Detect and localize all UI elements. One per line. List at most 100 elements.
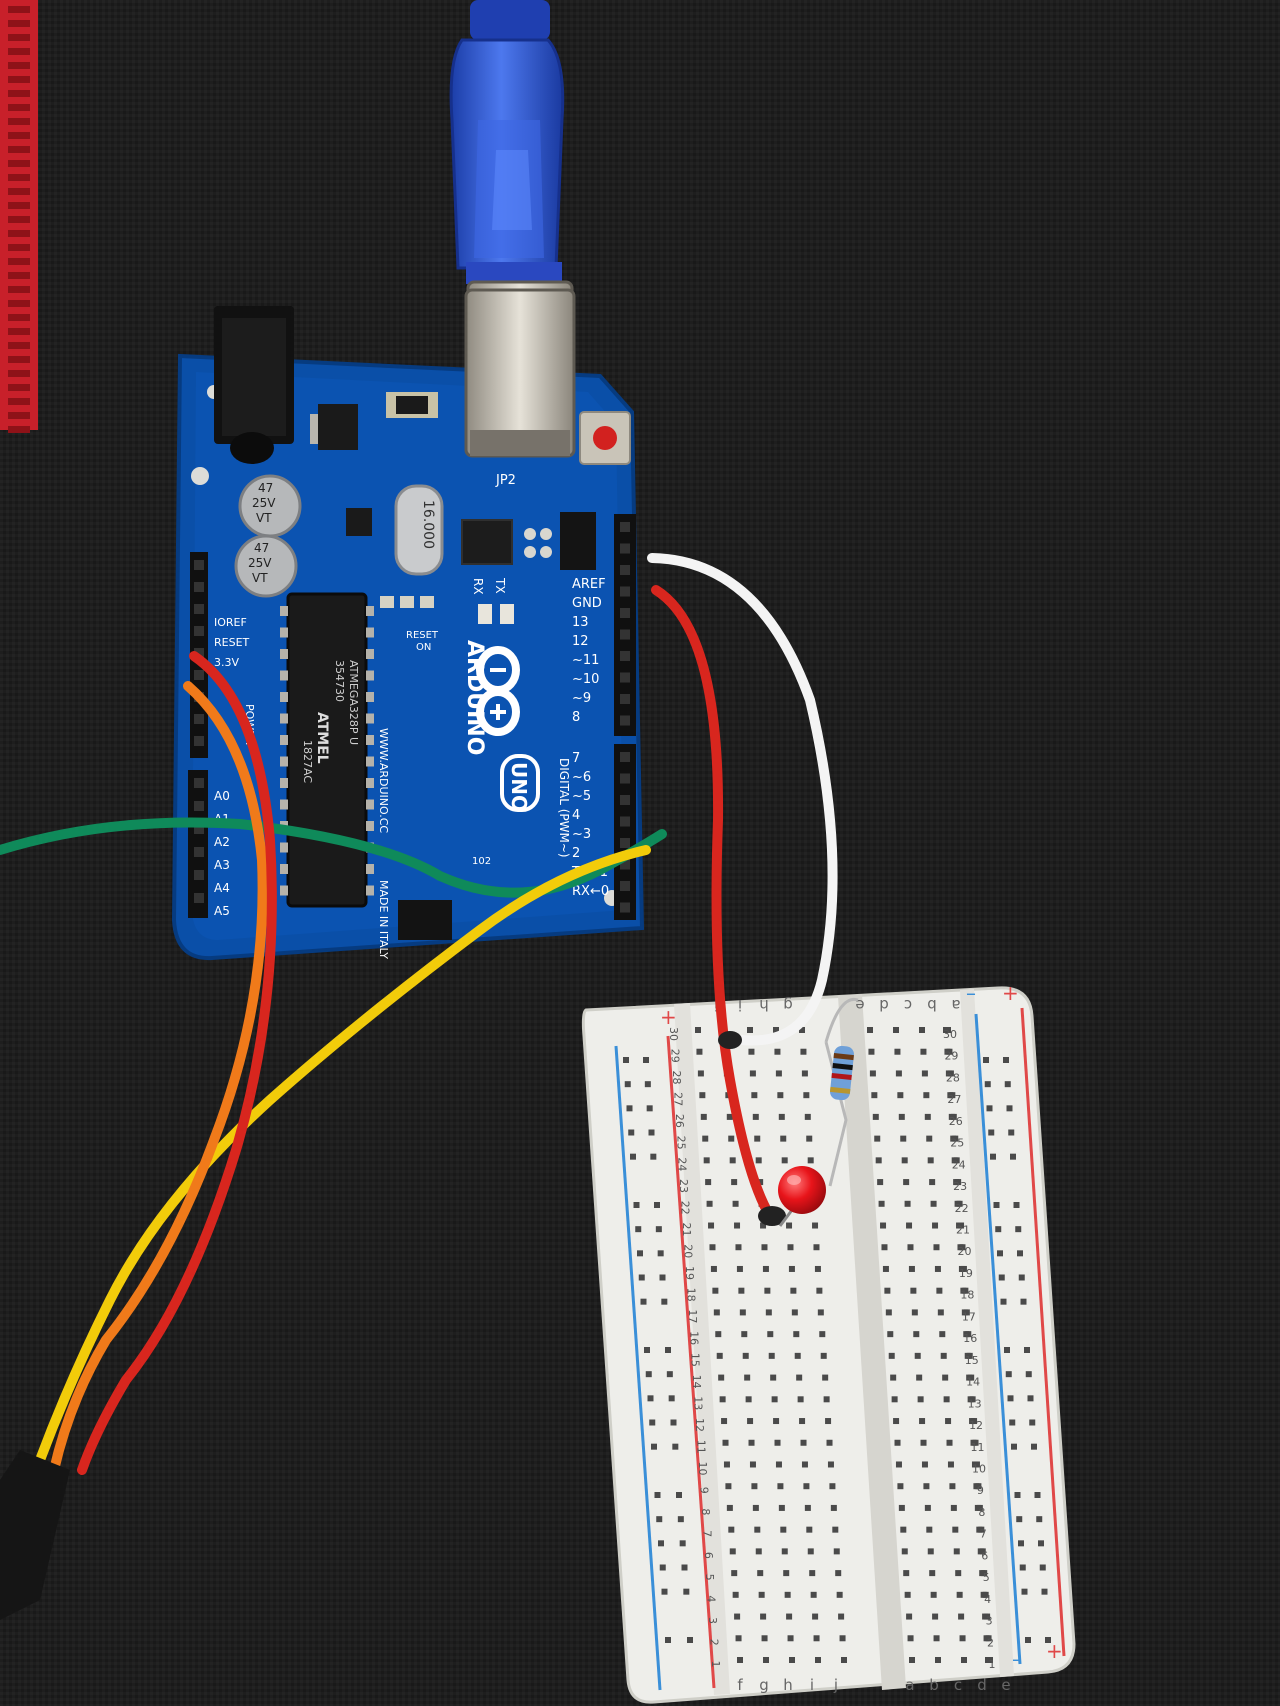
- zipper-tooth: [8, 90, 30, 97]
- column-letter-bottom: g: [759, 1676, 769, 1694]
- zipper-tooth: [8, 20, 30, 27]
- row-number-right: 23: [953, 1180, 967, 1193]
- breadboard-hole: [696, 1048, 703, 1055]
- breadboard-hole: [974, 1504, 981, 1511]
- row-number-left: 14: [690, 1375, 703, 1389]
- breadboard-hole: [780, 1526, 787, 1533]
- breadboard-hole: [927, 1157, 934, 1164]
- zipper-tooth: [8, 300, 30, 307]
- breadboard-hole: [774, 1439, 781, 1446]
- rail-hole: [1024, 1347, 1030, 1353]
- header-hole: [620, 672, 630, 683]
- breadboard-hole: [757, 1570, 764, 1577]
- reset-label: RESET: [406, 630, 439, 641]
- digital-pin-label: 13: [572, 615, 589, 630]
- breadboard-hole: [907, 1635, 914, 1642]
- breadboard-hole: [966, 1374, 973, 1381]
- breadboard-hole: [947, 1092, 954, 1099]
- capacitor-bottom-line-1: 47: [254, 541, 269, 555]
- breadboard-hole: [744, 1374, 751, 1381]
- rail-hole: [1018, 1540, 1024, 1547]
- breadboard-hole: [903, 1570, 910, 1577]
- header-hole: [620, 565, 630, 575]
- rail-hole: [672, 1443, 679, 1450]
- rail-hole: [659, 1274, 666, 1281]
- zipper-tooth: [8, 370, 30, 377]
- rail-hole: [1011, 1443, 1017, 1450]
- rail-hole: [670, 1419, 677, 1426]
- chip-pin: [280, 649, 288, 659]
- row-number-right: 6: [981, 1549, 988, 1562]
- breadboard-hole: [813, 1635, 820, 1642]
- breadboard-hole: [944, 1048, 951, 1055]
- row-number-right: 2: [987, 1636, 994, 1649]
- breadboard-hole: [835, 1570, 842, 1577]
- breadboard-hole: [726, 1504, 733, 1511]
- breadboard-hole: [924, 1504, 931, 1511]
- column-letter-bottom: a: [905, 1676, 914, 1694]
- rail-hole: [651, 1443, 657, 1450]
- breadboard-hole: [930, 1200, 937, 1207]
- breadboard-hole: [875, 1157, 882, 1164]
- header-hole: [194, 626, 204, 636]
- row-number-left: 16: [687, 1331, 700, 1345]
- breadboard-hole: [983, 1635, 990, 1642]
- header-hole: [620, 838, 630, 848]
- breadboard-hole: [872, 1113, 879, 1120]
- breadboard-hole: [794, 1352, 801, 1359]
- breadboard-hole: [778, 1113, 785, 1120]
- breadboard-hole: [736, 1265, 743, 1272]
- breadboard-hole: [971, 1461, 978, 1468]
- header-hole: [620, 773, 630, 784]
- breadboard-hole: [874, 1135, 881, 1142]
- breadboard-hole: [770, 1374, 777, 1381]
- breadboard-hole: [895, 1461, 902, 1468]
- rail-hole: [1014, 1492, 1021, 1498]
- breadboard-hole: [945, 1418, 952, 1425]
- breadboard-hole: [951, 1157, 958, 1164]
- breadboard-hole: [822, 1374, 829, 1381]
- tx-led-label: TX: [493, 577, 507, 594]
- breadboard-hole: [908, 1265, 915, 1272]
- rail-hole: [1019, 1564, 1026, 1571]
- zipper-tooth: [8, 314, 30, 321]
- digital-header-low: [614, 744, 636, 920]
- breadboard-hole: [973, 1483, 980, 1490]
- zipper-tooth: [8, 174, 30, 181]
- chip-pin: [366, 799, 374, 810]
- breadboard-hole: [825, 1418, 832, 1425]
- digital-pin-label: 4: [572, 808, 580, 823]
- chip-pin: [366, 649, 374, 659]
- rail-hole: [683, 1588, 690, 1595]
- rail-hole: [676, 1492, 682, 1498]
- chip-pin: [366, 713, 374, 724]
- rail-hole: [1018, 1274, 1025, 1281]
- breadboard-hole: [933, 1635, 940, 1642]
- breadboard-hole: [937, 1309, 944, 1316]
- breadboard-hole: [929, 1179, 936, 1186]
- zipper-tooth: [8, 104, 30, 111]
- chip-pin: [366, 627, 374, 638]
- breadboard-hole: [806, 1526, 813, 1533]
- green-wire: [0, 817, 667, 898]
- breadboard-hole: [952, 1526, 959, 1533]
- rail-hole: [1021, 1588, 1028, 1595]
- arduino-uno-board: 47 25V VT 47 25V VT 16.000 JP2: [171, 288, 645, 961]
- breadboard-hole: [929, 1570, 936, 1577]
- rail-hole: [1008, 1129, 1015, 1136]
- chip-pin: [280, 627, 288, 638]
- row-number-left: 22: [679, 1201, 692, 1215]
- row-number-left: 13: [692, 1396, 705, 1410]
- breadboard-hole: [799, 1027, 805, 1033]
- breadboard-hole: [977, 1548, 984, 1555]
- breadboard-hole: [985, 1657, 991, 1663]
- breadboard-hole: [958, 1613, 965, 1620]
- breadboard-hole: [786, 1613, 793, 1620]
- breadboard-hole: [829, 1483, 836, 1490]
- digital-pin-label: AREF: [572, 577, 606, 592]
- breadboard-hole: [826, 1439, 833, 1446]
- rail-hole: [665, 1347, 671, 1353]
- rail-hole: [993, 1202, 1000, 1208]
- breadboard-hole: [748, 1439, 755, 1446]
- zipper-tooth: [8, 160, 30, 167]
